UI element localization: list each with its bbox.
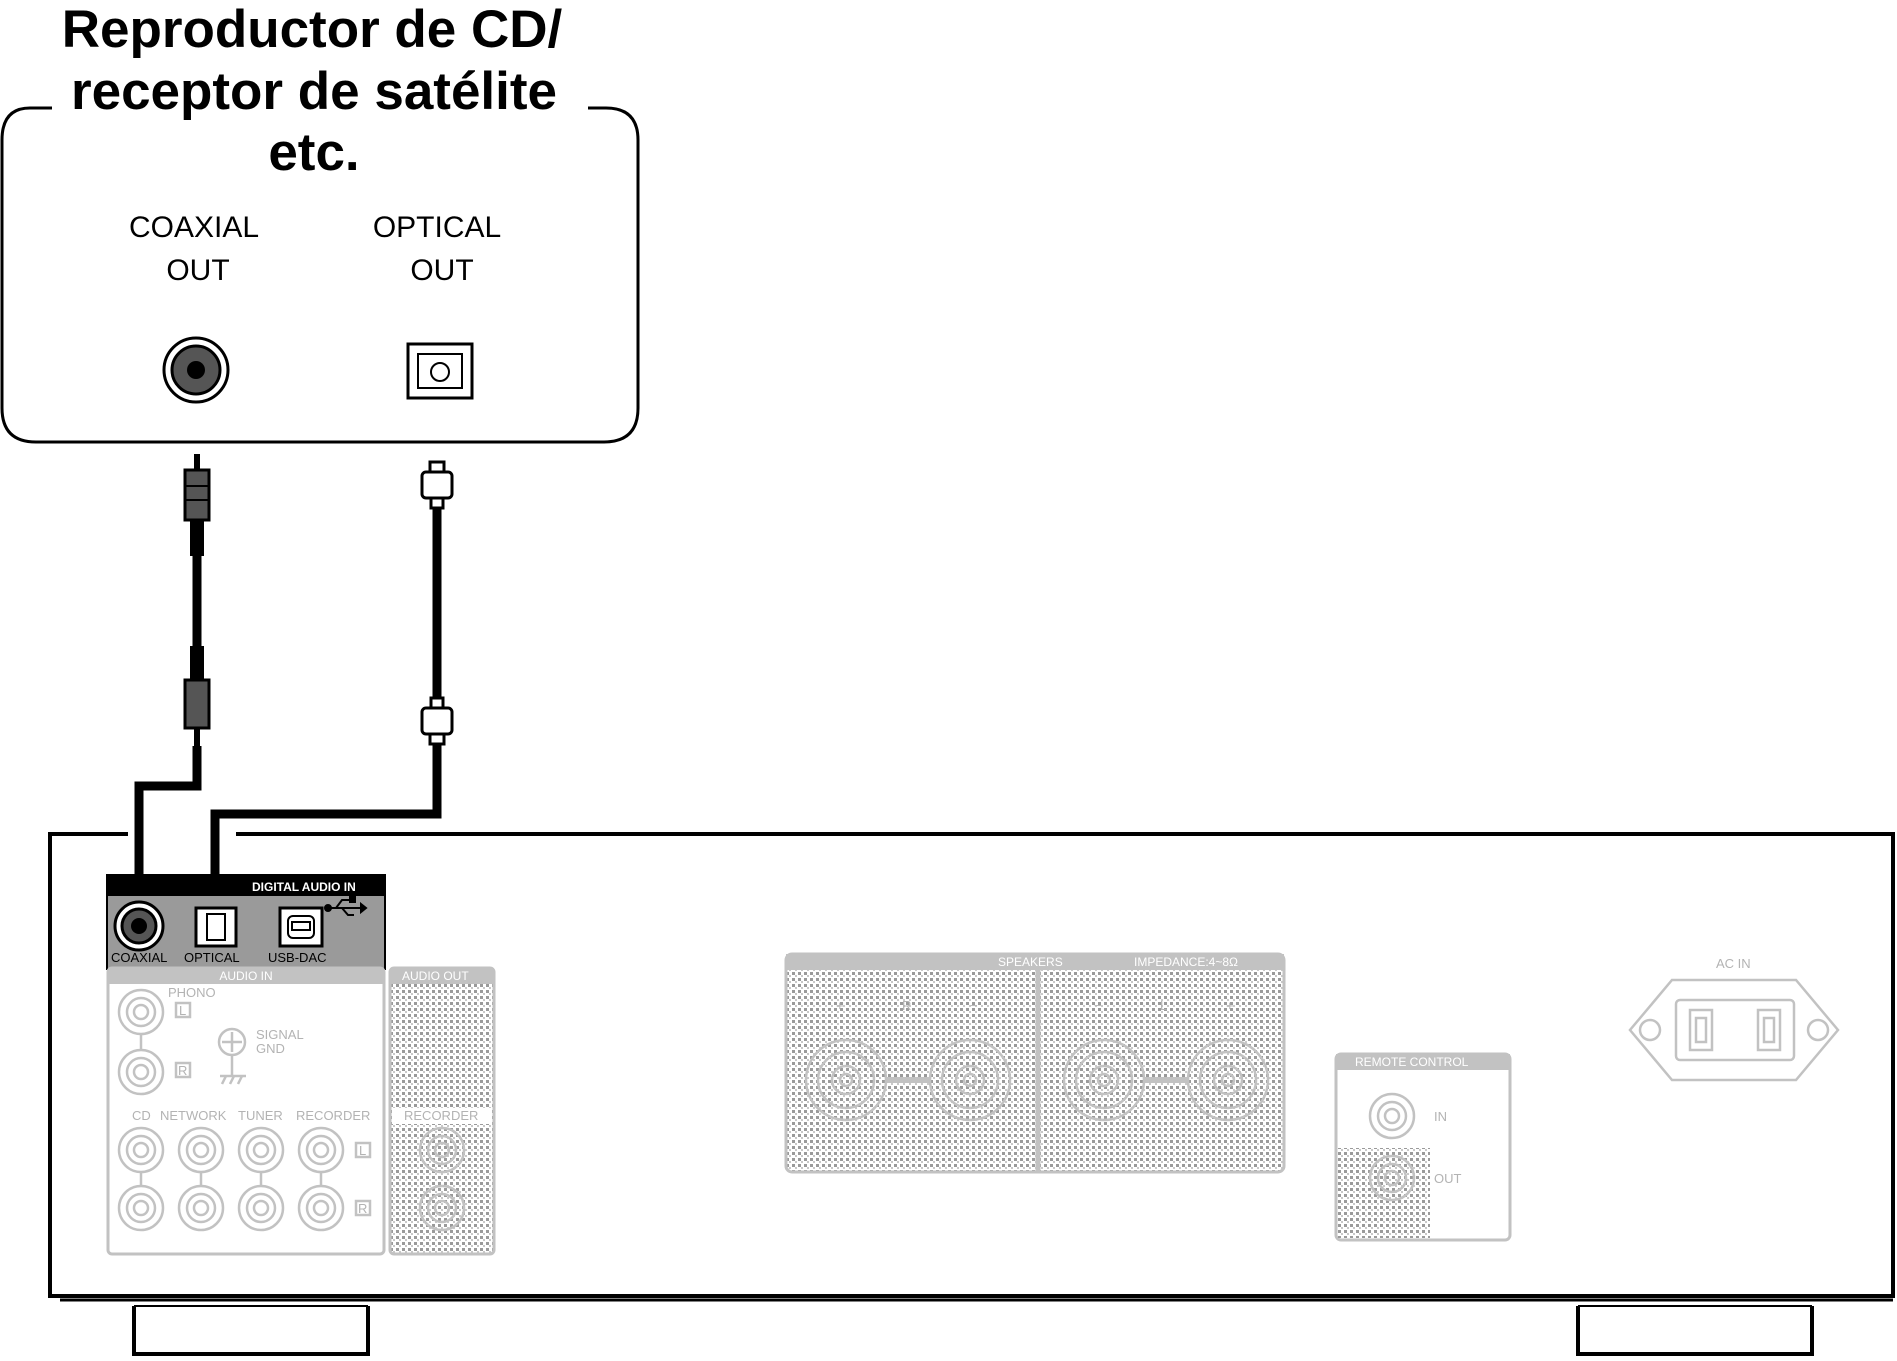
- digital-audio-in-section: DIGITAL AUDIO IN COAXIAL OPTICAL USB-DAC: [106, 874, 386, 970]
- audio-in-header: AUDIO IN: [219, 969, 272, 983]
- coaxial-out-jack-icon: [162, 336, 230, 404]
- usb-symbol-icon: [324, 896, 368, 916]
- remote-out-jack-icon: [1368, 1154, 1416, 1202]
- source-label-tuner: TUNER: [238, 1108, 283, 1123]
- audio-out-header: AUDIO OUT: [402, 969, 469, 983]
- left-foot: [132, 1306, 370, 1356]
- optical-in-label: OPTICAL: [184, 950, 240, 965]
- coaxial-cable: [134, 454, 211, 926]
- signal-label: SIGNAL: [256, 1027, 304, 1042]
- speaker-r-mark: R: [902, 998, 911, 1013]
- ac-in-label: AC IN: [1716, 956, 1751, 971]
- audio-in-l-mark: L: [359, 1143, 366, 1158]
- source-title-line-2: receptor de satélite: [71, 62, 557, 121]
- remote-control-header: REMOTE CONTROL: [1355, 1055, 1469, 1069]
- remote-in-label: IN: [1434, 1109, 1447, 1124]
- remote-control-section: REMOTE CONTROL IN OUT: [1334, 1052, 1512, 1242]
- amplifier-rear-panel: [48, 832, 1895, 1356]
- coaxial-in-jack-icon: [113, 900, 165, 952]
- coaxial-out-label-2: OUT: [166, 254, 229, 287]
- usb-dac-port-icon: [278, 906, 324, 948]
- remote-out-label: OUT: [1434, 1171, 1462, 1186]
- amplifier-outline: [48, 832, 1895, 1298]
- speaker-l-mark: L: [1160, 998, 1167, 1013]
- audio-out-recorder-label: RECORDER: [404, 1108, 478, 1123]
- coaxial-in-label: COAXIAL: [111, 950, 167, 965]
- usb-dac-label: USB-DAC: [268, 950, 327, 965]
- optical-cable: [210, 460, 454, 926]
- speaker-r-minus-terminal-icon: [928, 1038, 1012, 1122]
- optical-out-label-2: OUT: [410, 254, 473, 287]
- phono-r-mark: R: [178, 1063, 187, 1078]
- signal-gnd-terminal-icon: [217, 1027, 247, 1085]
- recorder-out-l-jack-icon: [418, 1126, 466, 1174]
- audio-in-r-mark: R: [358, 1201, 367, 1216]
- impedance-label: IMPEDANCE:4~8Ω: [1134, 955, 1238, 969]
- optical-out-label-1: OPTICAL: [373, 211, 501, 244]
- source-title-line-3: etc.: [268, 123, 359, 182]
- speaker-r-minus-mark: −: [970, 998, 978, 1013]
- source-label-network: NETWORK: [160, 1108, 227, 1123]
- source-device-outline: [0, 106, 640, 444]
- speaker-l-minus-mark: −: [1094, 998, 1102, 1013]
- digital-audio-in-header: DIGITAL AUDIO IN: [252, 880, 356, 894]
- right-foot: [1576, 1306, 1814, 1356]
- remote-in-jack-icon: [1368, 1092, 1416, 1140]
- audio-in-rca-jack-icons: [117, 1126, 345, 1232]
- optical-out-jack-icon: [406, 342, 474, 400]
- recorder-out-r-jack-icon: [418, 1184, 466, 1232]
- speakers-header: SPEAKERS: [998, 955, 1063, 969]
- audio-out-section: AUDIO OUT RECORDER: [388, 966, 496, 1256]
- phono-l-mark: L: [179, 1003, 186, 1018]
- ac-inlet-icon: [1628, 978, 1840, 1082]
- source-label-recorder: RECORDER: [296, 1108, 370, 1123]
- speaker-l-plus-mark: +: [1226, 998, 1234, 1013]
- source-label-cd: CD: [132, 1108, 151, 1123]
- source-device: Reproductor de CD/ receptor de satélite …: [0, 0, 640, 444]
- gnd-label: GND: [256, 1041, 285, 1056]
- speaker-r-plus-mark: +: [836, 998, 844, 1013]
- speakers-section: SPEAKERS IMPEDANCE:4~8Ω + R − − L +: [784, 952, 1286, 1174]
- audio-in-section: AUDIO IN PHONO L R SIGNAL GND CD: [106, 966, 386, 1256]
- coaxial-out-label-1: COAXIAL: [129, 211, 259, 244]
- ac-in-section: AC IN: [1628, 956, 1840, 1082]
- source-title-line-1: Reproductor de CD/: [62, 0, 563, 59]
- optical-in-jack-icon: [194, 906, 238, 948]
- phono-label: PHONO: [168, 985, 216, 1000]
